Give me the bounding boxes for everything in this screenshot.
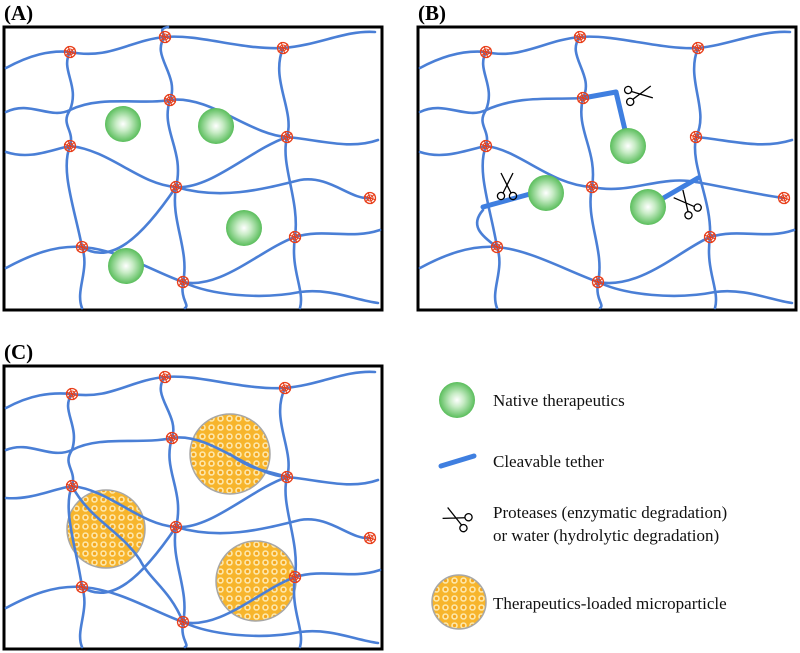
legend-label-protease: Proteases (enzymatic degradation) (493, 503, 727, 522)
legend-item-microparticle: Therapeutics-loaded microparticle (431, 574, 727, 630)
legend-label-protease-2: or water (hydrolytic degradation) (493, 526, 719, 545)
legend-label-tether: Cleavable tether (493, 452, 604, 471)
legend-label-microparticle: Therapeutics-loaded microparticle (493, 594, 727, 613)
panel-a-frame (2, 25, 384, 312)
panel-c-frame (2, 364, 384, 651)
panel-c: (C) (2, 340, 384, 651)
panel-a-label: (A) (4, 1, 33, 25)
panel-c-label: (C) (4, 340, 33, 364)
legend: Native therapeutics Cleavable tether Pro… (431, 382, 727, 630)
native-therapeutics-b (528, 128, 666, 225)
panel-b-frame (416, 25, 798, 312)
native-therapeutics-icon (439, 382, 475, 418)
legend-item-protease: Proteases (enzymatic degradation) or wat… (440, 503, 727, 545)
panel-b-label: (B) (418, 1, 446, 25)
panel-b: (B) (416, 1, 798, 312)
microparticle-icon (431, 574, 487, 630)
tether-icon (438, 453, 477, 469)
legend-label-native: Native therapeutics (493, 391, 625, 410)
legend-item-cleavable-tether: Cleavable tether (438, 452, 604, 471)
scissors-icon (440, 503, 474, 534)
panel-a: (A) (2, 1, 384, 312)
legend-item-native-therapeutics: Native therapeutics (439, 382, 625, 418)
native-therapeutics-a (105, 106, 262, 284)
